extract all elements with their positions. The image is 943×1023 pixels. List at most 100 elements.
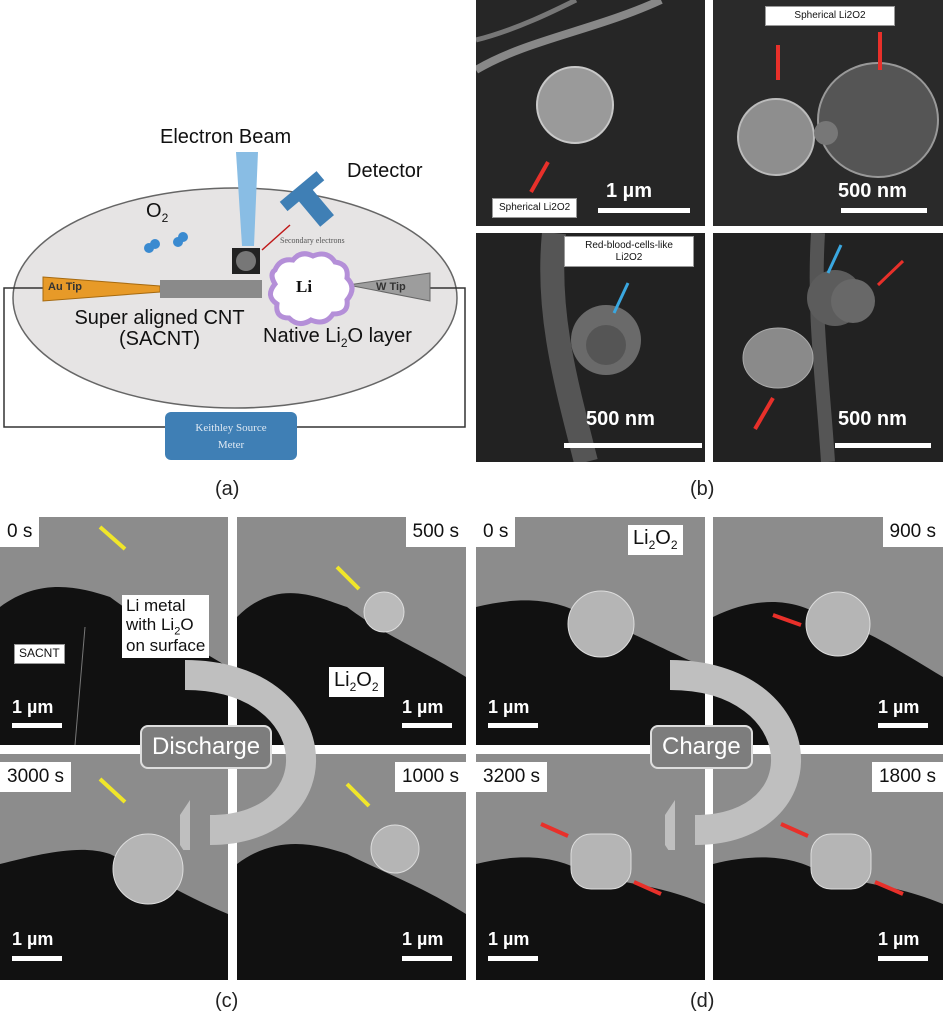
schematic-drawing (3, 152, 466, 460)
electron-beam-label: Electron Beam (160, 126, 292, 148)
o-text: O (655, 527, 671, 549)
panel-a-schematic: Electron Beam Detector O2 Secondary elec… (0, 120, 470, 470)
timestamp-label: 900 s (882, 517, 943, 547)
sub: 2 (349, 680, 357, 694)
sem-image-c-3000s: 3000 s 1 µm (0, 754, 228, 980)
li-text: Li (334, 669, 350, 691)
sem-image-b-bottom-right: 500 nm (713, 233, 943, 462)
charge-curved-arrow (665, 660, 801, 850)
discharge-label: Discharge (140, 725, 273, 769)
o2-subscript: 2 (161, 211, 169, 225)
caption-c: (c) (215, 990, 239, 1012)
sem-image-b-top-left: Spherical Li2O2 1 µm (476, 0, 705, 226)
scale-bar (488, 723, 538, 728)
detector-label: Detector (347, 160, 423, 182)
scale-bar (402, 956, 452, 961)
scale-bar-label: 1 µm (488, 697, 530, 717)
timestamp-label: 3000 s (0, 762, 72, 792)
keithley-line2: Meter (217, 438, 245, 451)
timestamp-label: 3200 s (476, 762, 548, 792)
scale-bar (12, 956, 62, 961)
sem-content (0, 754, 228, 914)
sem-image-c-0s: 0 s Li metal with Li2O on surface SACNT … (0, 517, 228, 745)
scale-bar (564, 443, 702, 448)
native-text: Native Li (263, 325, 341, 347)
sem-image-d-0s: 0 s Li2O2 1 µm (476, 517, 705, 745)
sacnt-label: SACNT (14, 644, 65, 664)
sacnt-line1: Super aligned CNT (74, 307, 245, 329)
scale-bar-label: 1 µm (12, 929, 54, 949)
scale-bar-label: 1 µm (402, 697, 444, 717)
native-li2o-label: Native Li2O layer (263, 325, 412, 350)
native-subscript: 2 (340, 336, 348, 350)
sem-content (713, 517, 943, 677)
caption-a: (a) (215, 478, 240, 500)
scale-bar-label: 1 µm (878, 929, 920, 949)
timestamp-label: 0 s (0, 517, 40, 547)
scale-bar-label: 1 µm (12, 697, 54, 717)
sem-content (476, 0, 663, 193)
li-text: Li (633, 527, 649, 549)
scale-bar-label: 1 µm (878, 697, 920, 717)
sem-image-d-900s: 900 s 1 µm (713, 517, 943, 745)
sem-image-d-3200s: 3200 s 1 µm (476, 754, 705, 980)
sem-content (742, 233, 905, 462)
scale-bar-label: 1 µm (488, 929, 530, 949)
sacnt-line2: (SACNT) (118, 328, 201, 350)
scale-bar-label: 500 nm (586, 408, 655, 430)
scale-bar (402, 723, 452, 728)
label-red-blood-cells-like: Red-blood-cells-like Li2O2 (564, 236, 694, 267)
sem-content (737, 32, 939, 178)
scale-bar (12, 723, 62, 728)
li-metal-label: Li metal with Li2O on surface (122, 595, 210, 658)
sem-image-c-500s: 500 s Li2O2 1 µm (237, 517, 466, 745)
sem-content (237, 517, 466, 677)
li-metal-line1: Li metal (126, 596, 186, 615)
li-metal-line3: on surface (126, 636, 206, 656)
sub: 2 (670, 538, 678, 552)
caption-b: (b) (690, 478, 715, 500)
o-text: O (356, 669, 372, 691)
scale-bar-label: 500 nm (838, 180, 907, 202)
sem-content (540, 233, 641, 462)
o2-label: O2 (146, 200, 168, 225)
label-spherical-li2o2: Spherical Li2O2 (492, 198, 578, 218)
secondary-electrons-label: Secondary electrons (280, 236, 345, 245)
w-tip-label: W Tip (376, 281, 406, 293)
label-spherical-li2o2: Spherical Li2O2 (765, 6, 895, 26)
sem-image-b-bottom-left: Red-blood-cells-like Li2O2 500 nm (476, 233, 705, 462)
scale-bar-label: 500 nm (838, 408, 907, 430)
au-tip-label: Au Tip (48, 281, 83, 293)
timestamp-label: 1800 s (871, 762, 943, 792)
label-line2: Li2O2 (615, 251, 643, 263)
scale-bar (878, 956, 928, 961)
li-metal-text: with Li (126, 614, 175, 634)
scale-bar (598, 208, 690, 213)
li2o2-label: Li2O2 (329, 667, 384, 697)
sub: 2 (648, 538, 656, 552)
li-label: Li (296, 277, 313, 296)
keithley-line1: Keithley Source (195, 422, 267, 434)
timestamp-label: 0 s (476, 517, 516, 547)
li-metal-text-o: O (180, 614, 194, 634)
timestamp-label: 500 s (405, 517, 466, 547)
scale-bar (878, 723, 928, 728)
timestamp-label: 1000 s (394, 762, 466, 792)
o2-text: O (146, 200, 162, 222)
scale-bar (835, 443, 931, 448)
native-text-post: O layer (347, 325, 412, 347)
scale-bar-label: 1 µm (606, 180, 652, 202)
discharge-curved-arrow (180, 660, 316, 850)
label-line1: Red-blood-cells-like (585, 240, 673, 251)
sem-image-b-top-right: Spherical Li2O2 500 nm (713, 0, 943, 226)
scale-bar (841, 208, 927, 213)
caption-d: (d) (690, 990, 715, 1012)
sub: 2 (371, 680, 379, 694)
li-metal-subscript: 2 (174, 625, 181, 638)
li-metal-line2: with Li2O (126, 614, 205, 638)
keithley-label: Keithley Source Meter (165, 420, 297, 453)
scale-bar (488, 956, 538, 961)
sacnt-label: Super aligned CNT (SACNT) (52, 308, 267, 350)
charge-label: Charge (650, 725, 753, 769)
li2o2-label: Li2O2 (628, 525, 683, 555)
